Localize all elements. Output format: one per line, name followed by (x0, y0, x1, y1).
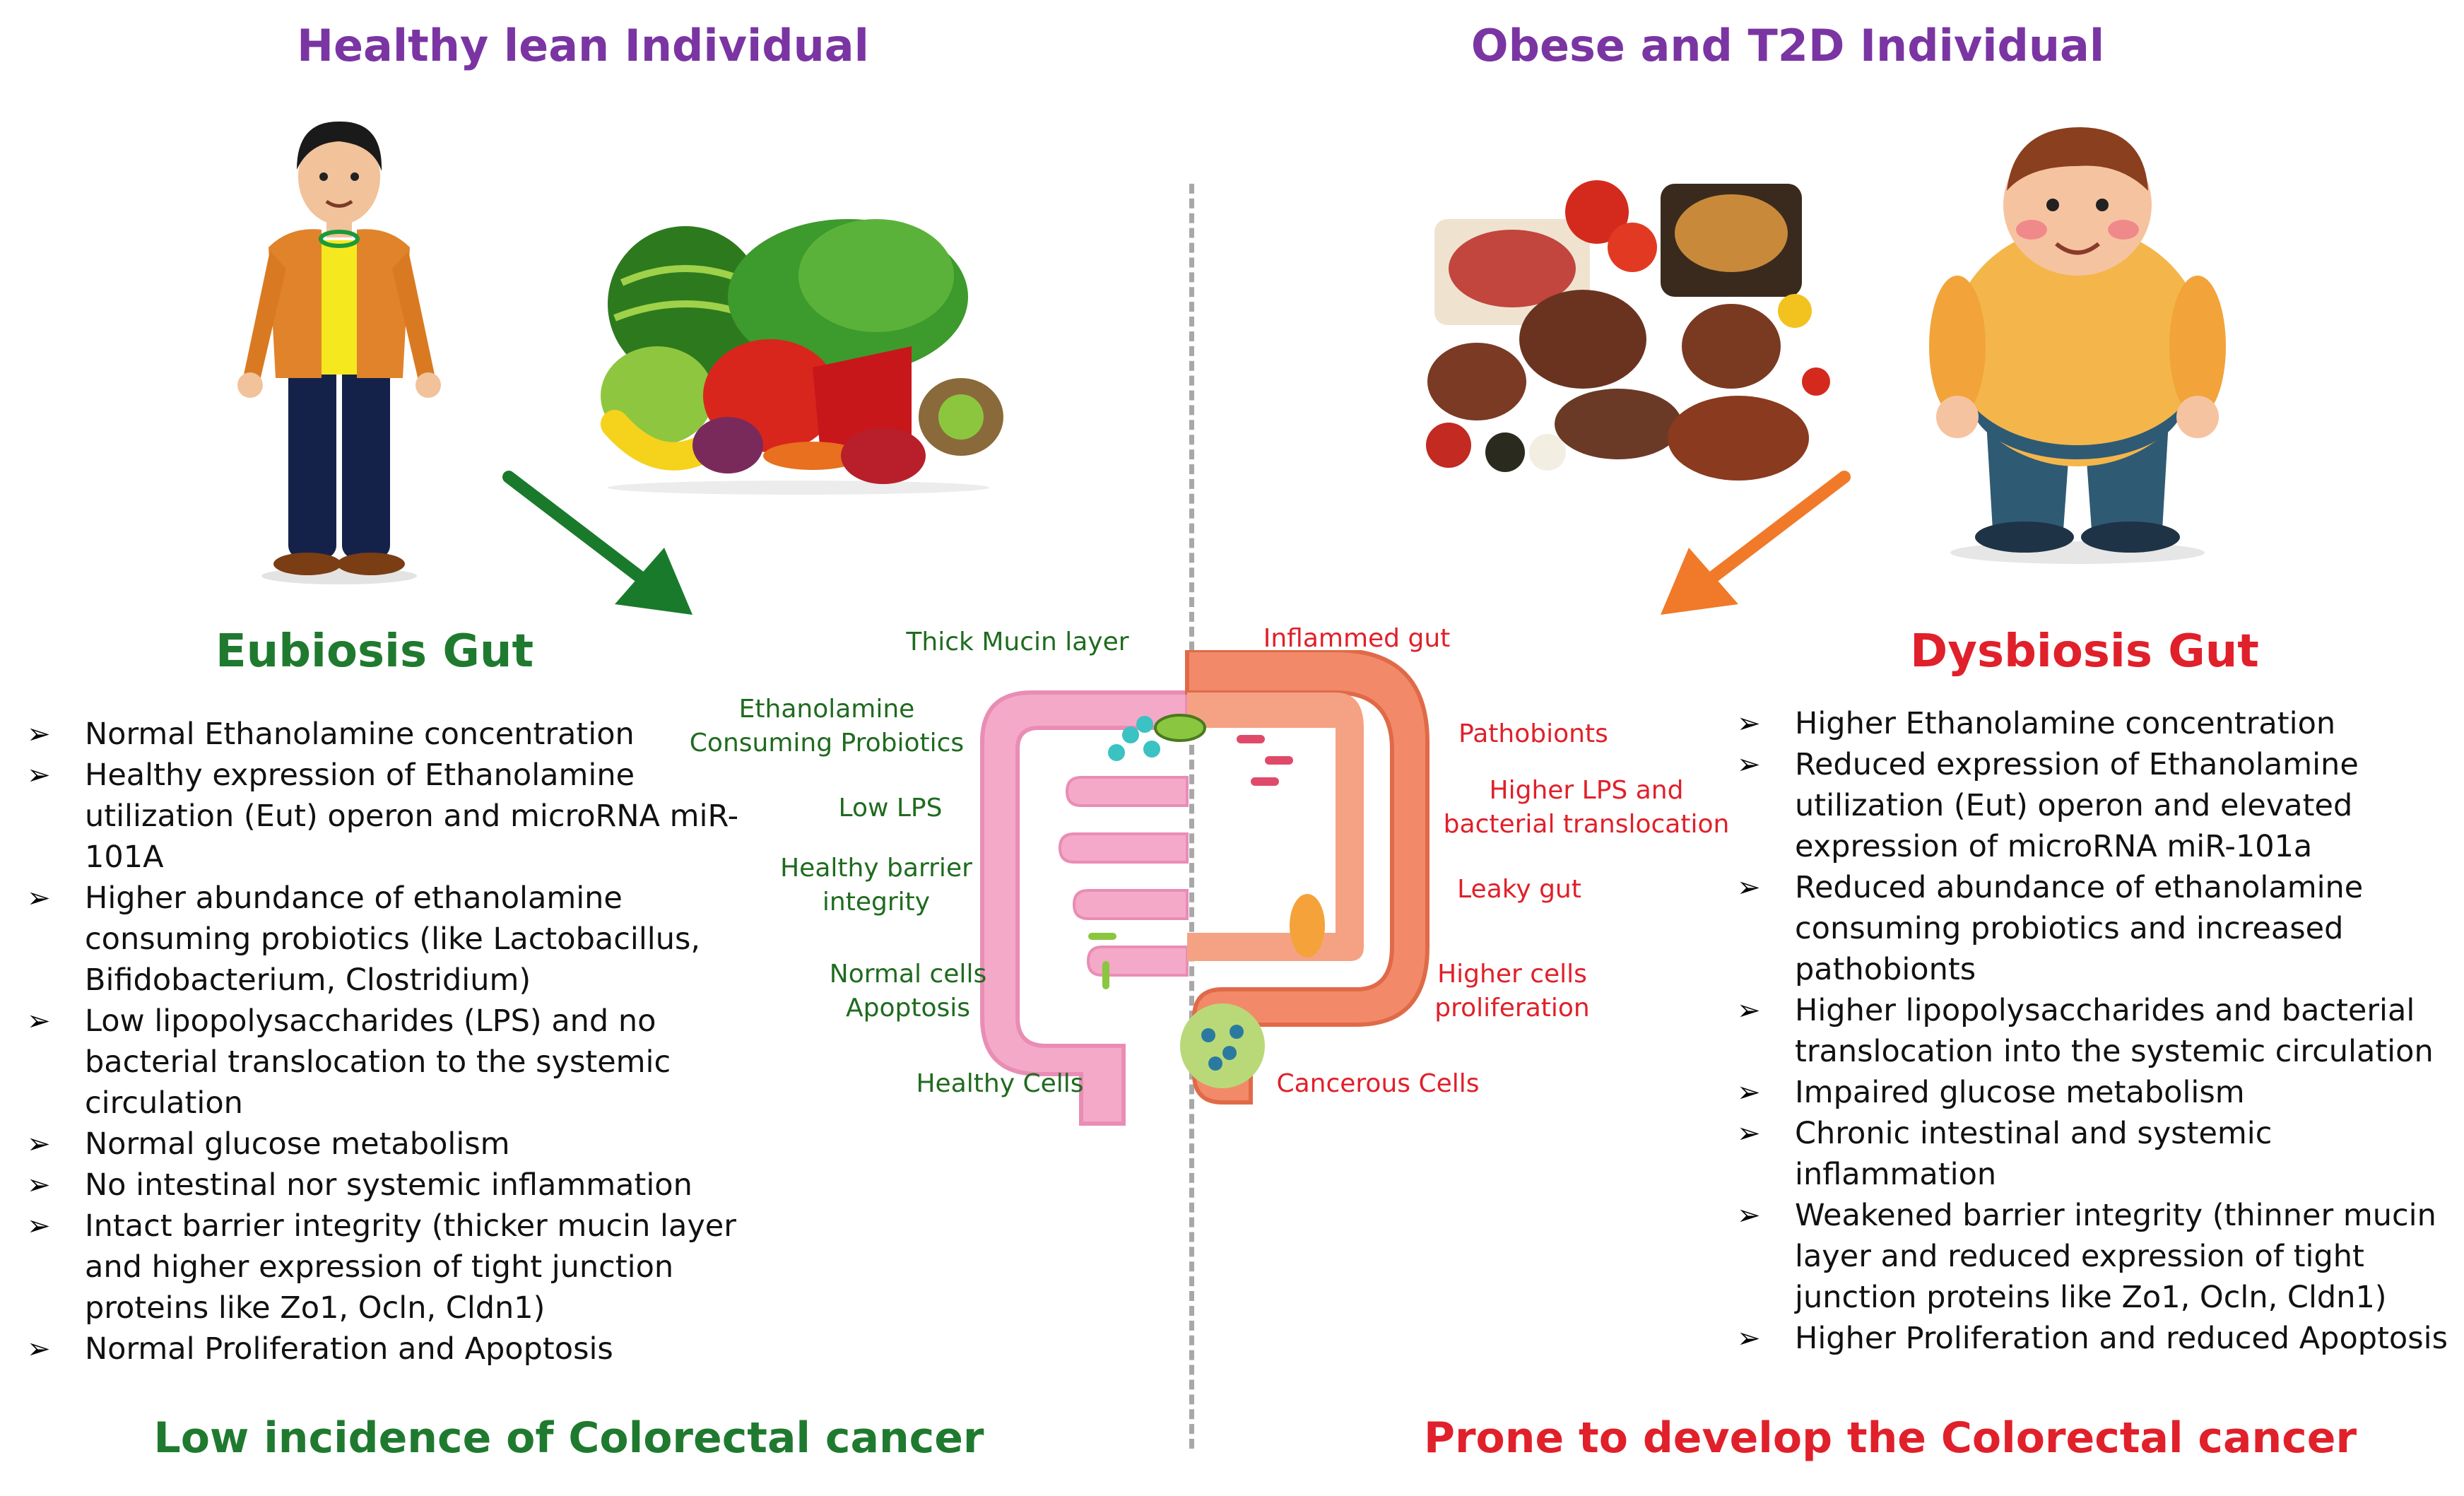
bullet-arrow-icon: ➢ (27, 882, 51, 914)
list-item: ➢Healthy expression of Ethanolamine util… (21, 755, 791, 878)
list-item: ➢Low lipopolysaccharides (LPS) and no ba… (21, 1001, 791, 1124)
eubiosis-gut-title: Eubiosis Gut (215, 625, 534, 678)
bullet-arrow-icon: ➢ (27, 1005, 51, 1037)
list-item: ➢Impaired glucose metabolism (1731, 1072, 2459, 1113)
bullet-arrow-icon: ➢ (1737, 871, 1761, 904)
eubiosis-bullets: ➢Normal Ethanolamine concentration ➢Heal… (21, 714, 791, 1370)
label-ethanolamine-probiotics: Ethanolamine Consuming Probiotics (689, 695, 965, 758)
healthy-person-icon (237, 121, 441, 584)
bullet-arrow-icon: ➢ (27, 1210, 51, 1242)
list-item: ➢Intact barrier integrity (thicker mucin… (21, 1206, 791, 1329)
list-item: ➢Reduced abundance of ethanolamine consu… (1731, 867, 2459, 990)
bullet-arrow-icon: ➢ (1737, 1076, 1761, 1109)
list-item: ➢Weakened barrier integrity (thinner muc… (1731, 1195, 2459, 1318)
bullet-arrow-icon: ➢ (27, 759, 51, 791)
label-thick-mucin: Thick Mucin layer (906, 628, 1129, 656)
list-item: ➢Higher lipopolysaccharides and bacteria… (1731, 990, 2459, 1072)
list-item: ➢Normal Proliferation and Apoptosis (21, 1329, 791, 1370)
center-divider (1189, 184, 1194, 1449)
bullet-arrow-icon: ➢ (27, 1169, 51, 1201)
processed-food-icon (1426, 180, 1830, 481)
label-higher-lps: Higher LPS and bacterial translocation (1443, 776, 1730, 839)
list-item: ➢Higher Proliferation and reduced Apopto… (1731, 1318, 2459, 1359)
label-pathobionts: Pathobionts (1458, 719, 1608, 748)
green-arrow-icon (502, 471, 692, 615)
bullet-arrow-icon: ➢ (1737, 1322, 1761, 1355)
dysbiosis-gut-title: Dysbiosis Gut (1910, 625, 2259, 678)
bullet-arrow-icon: ➢ (1737, 1199, 1761, 1232)
label-normal-cells: Normal cells Apoptosis (829, 960, 987, 1023)
bullet-arrow-icon: ➢ (1737, 994, 1761, 1027)
bullet-arrow-icon: ➢ (1737, 1117, 1761, 1150)
label-inflamed-gut: Inflammed gut (1263, 624, 1451, 653)
label-higher-proliferation: Higher cells proliferation (1434, 960, 1590, 1023)
list-item: ➢No intestinal nor systemic inflammation (21, 1165, 791, 1206)
label-healthy-cells: Healthy Cells (916, 1069, 1084, 1098)
bullet-arrow-icon: ➢ (27, 718, 51, 750)
orange-arrow-icon (1661, 471, 1851, 615)
right-heading: Obese and T2D Individual (1470, 20, 2105, 71)
bullet-arrow-icon: ➢ (1737, 748, 1761, 781)
obese-person-icon (1929, 127, 2226, 564)
fruits-vegetables-icon (601, 219, 1003, 495)
list-item: ➢Normal Ethanolamine concentration (21, 714, 791, 755)
bullet-arrow-icon: ➢ (1737, 707, 1761, 740)
outcome-low-incidence: Low incidence of Colorectal cancer (153, 1413, 984, 1463)
bullet-arrow-icon: ➢ (27, 1333, 51, 1365)
list-item: ➢Reduced expression of Ethanolamine util… (1731, 744, 2459, 867)
bullet-arrow-icon: ➢ (27, 1128, 51, 1160)
list-item: ➢Normal glucose metabolism (21, 1124, 791, 1165)
label-low-lps: Low LPS (838, 794, 943, 823)
list-item: ➢Chronic intestinal and systemic inflamm… (1731, 1113, 2459, 1195)
left-heading: Healthy lean Individual (297, 20, 869, 71)
label-healthy-barrier: Healthy barrier integrity (780, 854, 972, 917)
label-cancerous-cells: Cancerous Cells (1276, 1069, 1480, 1098)
colon-diagram-icon (980, 650, 1430, 1126)
list-item: ➢Higher abundance of ethanolamine consum… (21, 878, 791, 1001)
list-item: ➢Higher Ethanolamine concentration (1731, 703, 2459, 744)
label-leaky-gut: Leaky gut (1457, 875, 1581, 904)
dysbiosis-bullets: ➢Higher Ethanolamine concentration ➢Redu… (1731, 703, 2459, 1359)
outcome-prone-cancer: Prone to develop the Colorectal cancer (1423, 1413, 2357, 1463)
